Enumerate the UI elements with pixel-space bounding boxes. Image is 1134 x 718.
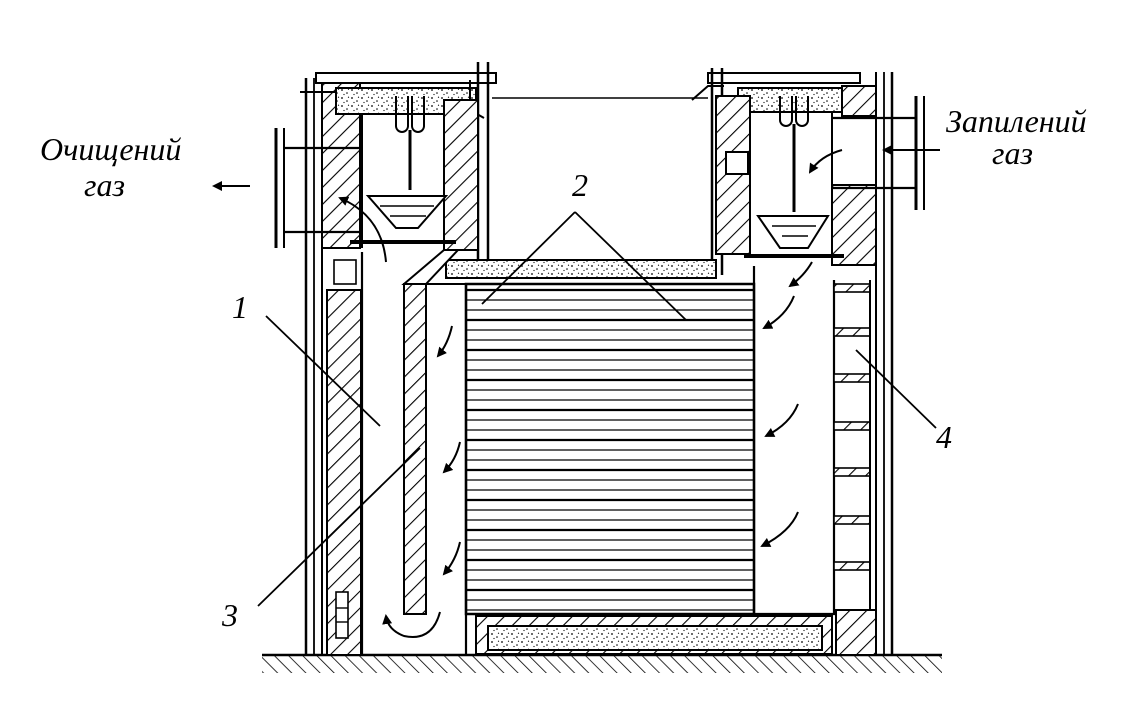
ground-base [262,653,942,673]
right-insulator [744,96,844,258]
arrow-right-3 [764,403,799,437]
left-insulator-chamber [361,99,479,251]
arrow-left-3 [442,541,461,576]
housing-left-wall [304,77,362,656]
bottom-plinth [475,615,833,655]
arrow-right-1 [788,261,813,288]
frame-shelf [833,373,871,383]
top-cover-right [707,72,877,117]
frame-shelf [833,515,871,525]
leader-2a [481,211,576,305]
callout-1: 1 [232,289,248,325]
dusty-gas-label-line2: газ [992,135,1033,171]
flow-arrows [212,145,940,638]
arrow-bottom-turn [382,611,441,638]
arrow-left-2 [442,441,461,474]
arrow-right-4 [760,511,799,547]
outlet-pipe [274,128,362,248]
discharge-frame [833,280,871,610]
clean-gas-label-line1: Очищений [40,131,181,167]
left-gas-channel [360,249,468,655]
arrow-up-left [338,196,387,263]
callout-3: 3 [221,597,238,633]
left-bottom-detail [333,259,357,639]
top-insulating-layer [445,259,717,279]
leader-lines [257,211,937,607]
frame-shelf [833,283,871,293]
frame-shelf [833,421,871,431]
inlet-pipe [725,96,925,210]
left-insulator [350,96,456,244]
collecting-electrodes [464,282,756,616]
arrow-left-1 [436,325,453,358]
upper-central-frame [469,62,724,275]
right-gas-channel [752,266,836,616]
leader-4 [855,349,937,429]
callout-2: 2 [572,167,588,203]
frame-shelf [833,561,871,571]
callout-4: 4 [936,419,952,455]
arrow-right-2 [762,295,795,329]
frame-shelf [833,327,871,337]
leader-3 [257,447,421,607]
leader-2b [574,211,687,321]
arrow-inlet-turn [808,149,843,174]
housing-right-wall [831,72,894,656]
frame-shelf [833,467,871,477]
leader-1 [265,315,381,427]
dusty-gas-label-line1: Запилений [946,103,1087,139]
clean-gas-label-line2: газ [84,167,125,203]
